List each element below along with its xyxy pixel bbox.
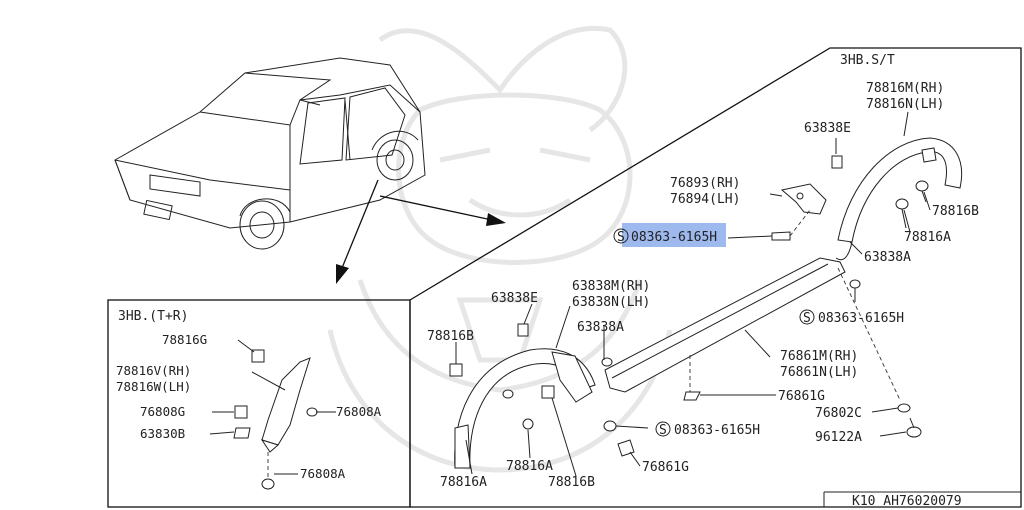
label-76861n: 76861N(LH) — [780, 365, 858, 380]
label-08363-selected[interactable]: 08363-6165H — [631, 230, 717, 245]
label-78816b-low: 78816B — [548, 475, 595, 490]
clip-76808g-icon — [234, 405, 248, 419]
mudguard-78816m — [835, 137, 963, 261]
screw-78816b-top-icon — [915, 180, 929, 203]
s-marker-sel-text: S — [617, 230, 625, 245]
label-78816a-low2: 78816A — [506, 459, 553, 474]
label-78816g: 78816G — [162, 332, 207, 347]
s-marker-low-icon — [655, 421, 671, 437]
clip-78816g-icon — [251, 349, 265, 363]
arrow-to-main-inset-icon — [379, 195, 506, 226]
label-63838e-top: 63838E — [804, 121, 851, 136]
s-marker-sel-icon — [613, 228, 629, 244]
label-08363-low: 08363-6165H — [674, 423, 760, 438]
leader-lines — [209, 111, 931, 477]
label-78816b-mid: 78816B — [427, 329, 474, 344]
label-76861g-b: 76861G — [642, 460, 689, 475]
s-marker-low-text: S — [659, 423, 667, 438]
bracket-76893 — [780, 183, 827, 215]
clip-63838e-mid-icon — [517, 323, 529, 337]
screw-08363-mid-icon — [849, 279, 861, 302]
label-78816n: 78816N(LH) — [866, 97, 944, 112]
clip-78816b-mid-icon — [449, 363, 463, 377]
watermark-icon — [327, 26, 673, 473]
screw-08363-top-icon — [771, 209, 811, 241]
label-63830b: 63830B — [140, 426, 185, 441]
label-78816v: 78816V(RH) — [116, 363, 191, 378]
washer-76802c-icon — [897, 403, 911, 413]
label-78816a-top: 78816A — [904, 230, 951, 245]
footer-ref: K10 AH76020079 — [852, 494, 962, 509]
label-78816m: 78816M(RH) — [866, 81, 944, 96]
label-78816b-top: 78816B — [932, 204, 979, 219]
selected-part-highlight — [622, 223, 726, 247]
screw-78816a-top-icon — [895, 198, 909, 229]
label-96122a: 96122A — [815, 430, 862, 445]
screw-78816a-low1-icon — [502, 389, 514, 399]
screw-76808a-r-icon — [306, 407, 318, 417]
mudguard-lower-78816m — [454, 348, 596, 469]
label-76808g: 76808G — [140, 404, 185, 419]
clip-76861g-a-icon — [683, 391, 701, 401]
s-marker-mid-text: S — [803, 311, 811, 326]
car-illustration — [114, 57, 426, 250]
screw-08363-low-icon — [603, 420, 617, 432]
clip-63838e-top-icon — [831, 155, 843, 169]
main-inset-title: 3HB.S/T — [840, 53, 895, 68]
label-78816a-low1: 78816A — [440, 475, 487, 490]
lower-inset-frame — [107, 299, 411, 508]
label-63838e-mid: 63838E — [491, 291, 538, 306]
clip-78816b-low-icon — [541, 385, 555, 399]
clip-63830b-icon — [233, 427, 251, 439]
bolt-96122a-icon — [906, 417, 922, 438]
label-76861m: 76861M(RH) — [780, 349, 858, 364]
label-76808a-r: 76808A — [336, 404, 382, 419]
label-63838n: 63838N(LH) — [572, 295, 650, 310]
label-63838a-mid: 63838A — [577, 320, 624, 335]
label-76802c: 76802C — [815, 406, 862, 421]
s-marker-mid-icon — [799, 309, 815, 325]
screw-76808a-b-icon — [261, 452, 275, 490]
main-inset-frame — [409, 47, 1022, 508]
label-76861g-a: 76861G — [778, 389, 825, 404]
label-63838a-top: 63838A — [864, 250, 911, 265]
label-78816w: 78816W(LH) — [116, 379, 191, 394]
mudflap-78816v — [260, 357, 311, 453]
label-08363-mid: 08363-6165H — [818, 311, 904, 326]
arrow-to-lower-inset-icon — [336, 179, 379, 284]
screw-78816a-low2-icon — [522, 418, 534, 430]
side-sill-76861m — [604, 257, 901, 401]
lower-inset-title: 3HB.(T+R) — [118, 309, 188, 324]
label-76894: 76894(LH) — [670, 192, 740, 207]
label-63838m: 63838M(RH) — [572, 279, 650, 294]
label-76893: 76893(RH) — [670, 176, 740, 191]
label-76808a-b: 76808A — [300, 466, 346, 481]
